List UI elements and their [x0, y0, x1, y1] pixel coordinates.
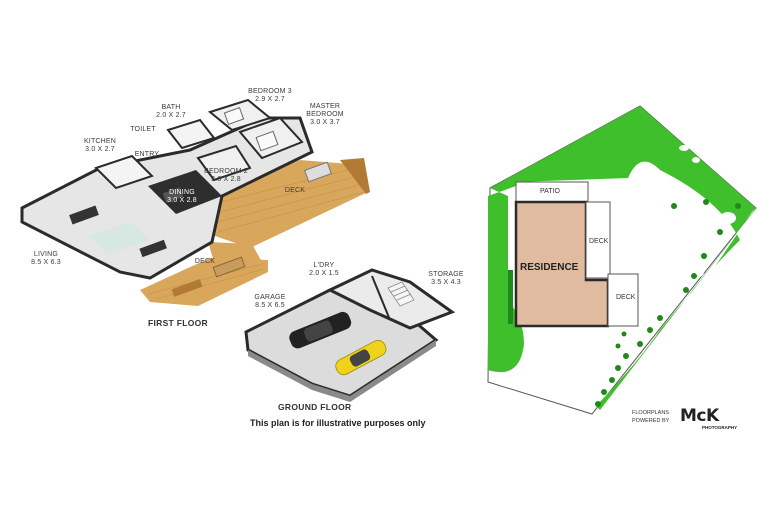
bath-floor — [166, 118, 216, 150]
bed-3 — [223, 106, 245, 126]
deck-bench — [171, 279, 203, 297]
site-label-residence: RESIDENCE — [520, 262, 579, 273]
label-dining: DINING 3.0 x 2.8 — [158, 189, 206, 205]
dining-floor — [148, 170, 222, 214]
room-size: 2.0 x 2.7 — [156, 112, 186, 119]
stairs — [387, 281, 415, 307]
deck-upper-surface — [200, 160, 368, 248]
site-label-patio: PATIO — [540, 188, 560, 195]
room-name: L'DRY — [313, 262, 335, 269]
room-name: ENTRY — [134, 151, 160, 158]
room-size: 3.0 x 2.7 — [85, 146, 115, 153]
room-name: BEDROOM 3 — [248, 88, 292, 95]
room-name: DECK — [284, 187, 306, 194]
site-label-deck-upper: DECK — [589, 238, 609, 245]
living-rug — [88, 222, 150, 254]
room-name: LIVING — [33, 251, 59, 258]
sofa-living — [69, 205, 99, 225]
room-name: DINING — [169, 189, 195, 196]
deck-lounge-2 — [212, 256, 246, 278]
ground-floor-title: GROUND FLOOR — [278, 402, 352, 412]
room-size: 8.5 x 6.3 — [31, 259, 61, 266]
dining-table — [162, 187, 184, 203]
room-size: 3.0 x 3.7 — [310, 119, 340, 126]
room-size: 3.0 x 2.8 — [167, 197, 197, 204]
room-size: 8.5 x 6.5 — [255, 302, 285, 309]
room-name: BATH — [161, 104, 181, 111]
label-bath: BATH 2.0 x 2.7 — [148, 104, 194, 120]
label-bedroom3: BEDROOM 3 2.9 x 2.7 — [240, 88, 300, 104]
bed-master — [255, 130, 279, 152]
deck-lounge — [304, 161, 332, 183]
tree-dots — [595, 199, 741, 407]
brand-subtitle: PHOTOGRAPHY — [702, 425, 738, 430]
car-yellow — [335, 339, 387, 376]
label-entry: ENTRY — [132, 151, 162, 159]
garage-wall-front — [248, 340, 436, 402]
branding-logo: FLOORPLANS POWERED BY McK PHOTOGRAPHY — [632, 406, 752, 431]
room-name: STORAGE — [428, 271, 464, 278]
site-deck-upper — [585, 201, 611, 279]
label-toilet: TOILET — [126, 126, 160, 134]
site-deck-lower — [607, 273, 639, 327]
lawn-area — [488, 106, 756, 410]
top-shrubs — [663, 119, 700, 163]
room-name-2: BEDROOM — [306, 111, 344, 118]
sofa-living-2 — [139, 239, 167, 258]
label-deck-lower: DECK — [190, 258, 220, 266]
label-laundry: L'DRY 2.0 x 1.5 — [302, 262, 346, 278]
room-name: KITCHEN — [83, 138, 117, 145]
label-garage: GARAGE 8.5 x 6.5 — [248, 294, 292, 310]
room-name: GARAGE — [254, 294, 286, 301]
label-bedroom2: BEDROOM 2 3.0 x 2.8 — [198, 168, 254, 184]
room-name: DECK — [194, 258, 216, 265]
label-storage: STORAGE 3.5 x 4.3 — [424, 271, 468, 287]
kitchen-floor — [94, 154, 154, 190]
disclaimer-text: This plan is for illustrative purposes o… — [250, 418, 426, 428]
room-name: BEDROOM 2 — [204, 168, 248, 175]
label-kitchen: KITCHEN 3.0 x 2.7 — [78, 138, 122, 154]
bedroom2-floor — [196, 144, 252, 182]
storage-divider — [371, 275, 391, 321]
hedge-left — [508, 270, 513, 324]
branding-line2: POWERED BY — [632, 418, 670, 424]
branding-line1: FLOORPLANS — [632, 410, 669, 416]
garden-path — [600, 208, 756, 412]
room-name: TOILET — [130, 126, 156, 133]
deck-upper-railing — [340, 158, 370, 194]
first-floor-title: FIRST FLOOR — [148, 318, 208, 328]
car-black — [289, 311, 352, 349]
room-name: MASTER — [309, 103, 341, 110]
laundry-storage-slab — [326, 268, 456, 330]
room-size: 3.0 x 2.8 — [211, 176, 241, 183]
brand-logo-text: McK — [680, 406, 719, 426]
label-deck-upper: DECK — [280, 187, 310, 195]
room-size: 2.0 x 1.5 — [309, 270, 339, 277]
label-master: MASTER BEDROOM 3.0 x 3.7 — [300, 103, 350, 127]
site-label-deck-lower: DECK — [616, 294, 636, 301]
deck-link — [208, 242, 262, 262]
room-size: 2.9 x 2.7 — [255, 96, 285, 103]
label-living: LIVING 8.5 x 6.3 — [22, 251, 70, 267]
room-size: 3.5 x 4.3 — [431, 279, 461, 286]
